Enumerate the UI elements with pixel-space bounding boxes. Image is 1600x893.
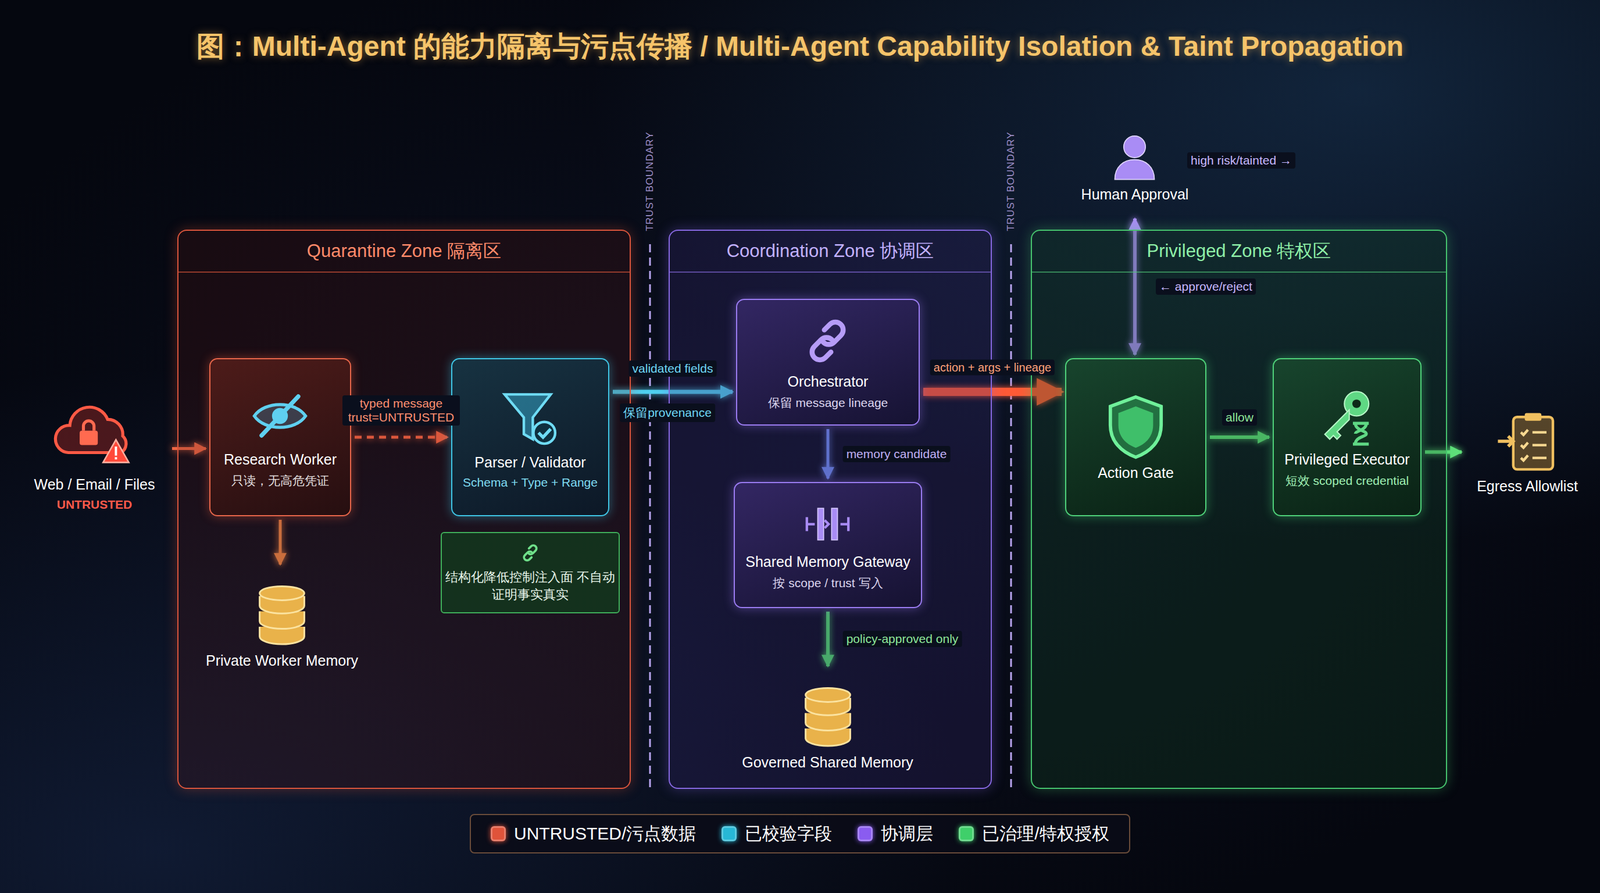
node-content: Shared Memory Gateway 按 scope / trust 写入 [745, 499, 910, 592]
zone-region: Coordination Zone 协调区 Orchestrator 保留 mess… [668, 229, 992, 789]
node-icon [1316, 385, 1378, 447]
zone-header: Quarantine Zone 隔离区 [178, 230, 630, 273]
node-subtitle: 保留 message lineage [768, 394, 889, 412]
trust-boundary-line [649, 244, 652, 791]
node-title: Web / Email / Files [34, 476, 156, 494]
node-content: Human Approval [1081, 131, 1189, 203]
node-title: Egress Allowlist [1476, 477, 1578, 495]
edge-label: validated fields [629, 360, 717, 377]
node-icon [1109, 131, 1160, 182]
process-box: Orchestrator 保留 message lineage [736, 298, 920, 426]
node-title: Privileged Executor [1284, 451, 1410, 469]
legend-swatch [490, 826, 506, 842]
edge-label: typed message trust=UNTRUSTED [342, 395, 460, 426]
title-rule [290, 81, 1309, 84]
node-icon [802, 499, 853, 549]
node-subtitle: 短效 scoped credential [1285, 472, 1409, 489]
node-content: Research Worker 只读，无高危凭证 [223, 385, 337, 489]
node-title: Research Worker [223, 451, 337, 469]
node-content: Governed Shared Memory [741, 679, 914, 771]
icon-node: Human Approval [1069, 119, 1201, 216]
trust-boundary-line [1010, 244, 1013, 791]
node-content: Privileged Executor 短效 scoped credential [1284, 385, 1410, 489]
node-title: 结构化降低控制注入面 不自动证明事实真实 [441, 568, 619, 603]
zone-title: Privileged Zone 特权区 [1146, 238, 1331, 264]
icon-node: Egress Allowlist [1465, 395, 1590, 509]
node-subtitle: 按 scope / trust 写入 [772, 575, 883, 592]
legend-item: UNTRUSTED/污点数据 [490, 822, 696, 846]
legend-text: UNTRUSTED/污点数据 [513, 822, 696, 846]
diagram-title: 图：Multi-Agent 的能力隔离与污点传播 / Multi-Agent C… [0, 27, 1600, 66]
legend-item: 协调层 [857, 822, 934, 846]
process-box: Shared Memory Gateway 按 scope / trust 写入 [733, 481, 923, 609]
node-icon [793, 679, 863, 750]
node-icon [1102, 393, 1170, 460]
process-box: Research Worker 只读，无高危凭证 [209, 358, 352, 517]
node-content: Parser / ValidatorSchema + Type + Range [462, 385, 598, 490]
node-title: Action Gate [1097, 464, 1174, 482]
node-title: Orchestrator [787, 373, 869, 391]
node-icon [49, 395, 141, 472]
legend-text: 已治理/特权授权 [981, 822, 1109, 846]
edge-label: action + args + lineage [930, 359, 1055, 376]
node-icon [1495, 409, 1560, 474]
edge-label: policy-approved only [843, 630, 963, 648]
process-box: Action Gate [1065, 358, 1207, 517]
legend-item: 已校验字段 [721, 822, 832, 846]
edge-label: memory candidate [843, 445, 951, 463]
zone-title: Coordination Zone 协调区 [726, 238, 935, 264]
node-subtitle: UNTRUSTED [56, 497, 133, 512]
note-label: high risk/tainted → [1187, 152, 1296, 169]
node-subtitle: 只读，无高危凭证 [231, 472, 330, 489]
node-content: 结构化降低控制注入面 不自动证明事实真实 [441, 541, 619, 603]
legend-text: 协调层 [880, 822, 934, 846]
process-box: Parser / ValidatorSchema + Type + Range [451, 358, 610, 517]
node-title: Human Approval [1081, 186, 1189, 203]
note-box: 结构化降低控制注入面 不自动证明事实真实 [440, 531, 620, 614]
legend-swatch [721, 826, 737, 842]
node-content: Egress Allowlist [1476, 409, 1578, 495]
node-title: Private Worker Memory [205, 652, 359, 670]
node-title: Governed Shared Memory [741, 754, 914, 771]
process-box: Privileged Executor 短效 scoped credential [1272, 358, 1422, 517]
node-title: Shared Memory Gateway [745, 553, 910, 571]
note-label: 保留provenance [619, 403, 716, 423]
boundary-label: TRUST BOUNDARY [643, 127, 657, 235]
node-icon [800, 313, 856, 369]
zone-region: Quarantine Zone 隔离区 Research Worker 只读，无高危… [177, 229, 631, 789]
edge-label: allow [1222, 409, 1257, 426]
zone-header: Coordination Zone 协调区 [669, 230, 991, 273]
zone-title: Quarantine Zone 隔离区 [306, 238, 502, 264]
node-icon [519, 541, 542, 564]
edge-label: ← approve/reject [1155, 278, 1256, 295]
icon-node: Private Worker Memory [194, 568, 371, 679]
icon-node: Governed Shared Memory [715, 669, 941, 781]
node-content: Action Gate [1097, 393, 1174, 482]
node-icon [498, 385, 563, 450]
node-icon [249, 385, 311, 447]
node-content: Web / Email / FilesUNTRUSTED [34, 395, 156, 512]
legend-box: UNTRUSTED/污点数据 已校验字段 协调层 已治理/特权授权 [469, 813, 1131, 854]
icon-node: Web / Email / FilesUNTRUSTED [20, 380, 169, 527]
legend-text: 已校验字段 [744, 822, 832, 846]
boundary-label: TRUST BOUNDARY [1004, 127, 1019, 235]
zone-header: Privileged Zone 特权区 [1031, 230, 1446, 273]
node-icon [247, 577, 317, 648]
legend-swatch [857, 826, 873, 842]
zone-region: Privileged Zone 特权区 Action Gate Privileged… [1030, 229, 1448, 789]
legend-item: 已治理/特权授权 [958, 822, 1109, 846]
legend-swatch [958, 826, 974, 842]
node-title: Parser / Validator [474, 454, 586, 471]
node-subtitle: Schema + Type + Range [462, 475, 598, 490]
node-content: Private Worker Memory [205, 577, 359, 670]
node-content: Orchestrator 保留 message lineage [768, 313, 889, 412]
